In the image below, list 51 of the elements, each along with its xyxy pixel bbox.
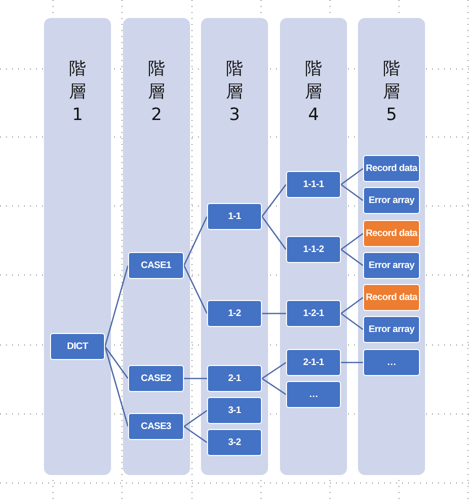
tree-node: 1-1-2 xyxy=(286,236,341,263)
tree-node: 2-1 xyxy=(207,365,262,392)
connector-line xyxy=(183,216,208,266)
connector-line xyxy=(184,426,208,444)
connector-line xyxy=(340,184,364,202)
tree-node: Error array xyxy=(363,316,420,343)
level-heading: 階層4 xyxy=(305,58,322,127)
tree-node: Record data xyxy=(363,284,420,311)
level-column xyxy=(44,18,111,475)
level-heading: 階層5 xyxy=(383,58,400,127)
tree-node: Record data xyxy=(363,155,420,182)
level-column xyxy=(201,18,268,475)
level-column xyxy=(358,18,425,475)
tree-node: … xyxy=(286,381,341,408)
connector-line xyxy=(340,296,364,314)
level-heading: 階層2 xyxy=(148,58,165,127)
connector-line xyxy=(262,362,286,380)
connector-line xyxy=(340,232,364,250)
tree-node: 3-1 xyxy=(207,397,262,424)
tree-node: CASE2 xyxy=(128,365,184,392)
tree-node: 1-1 xyxy=(207,203,262,230)
connector-line xyxy=(184,410,208,428)
connector-line xyxy=(340,168,364,186)
connector-line xyxy=(340,312,364,330)
tree-node: CASE3 xyxy=(128,413,184,440)
tree-node: Record data xyxy=(363,220,420,247)
tree-node: 1-2 xyxy=(207,300,262,327)
level-heading: 階層1 xyxy=(69,58,86,127)
tree-node: … xyxy=(363,349,420,376)
connector-line xyxy=(261,216,287,250)
level-column xyxy=(123,18,190,475)
connector-line xyxy=(262,378,286,396)
tree-node: CASE1 xyxy=(128,252,184,279)
level-heading: 階層3 xyxy=(226,58,243,127)
tree-node: DICT xyxy=(50,333,105,360)
tree-node: 3-2 xyxy=(207,429,262,456)
tree-node: Error array xyxy=(363,187,420,214)
level-column xyxy=(280,18,347,475)
connector-line xyxy=(340,248,364,266)
connector-line xyxy=(104,346,129,379)
connector-line xyxy=(184,378,207,380)
connector-line xyxy=(104,265,129,347)
tree-node: 1-2-1 xyxy=(286,300,341,327)
tree-node: 1-1-1 xyxy=(286,171,341,198)
connector-line xyxy=(262,312,286,314)
tree-node: Error array xyxy=(363,252,420,279)
connector-line xyxy=(341,362,363,364)
connector-line xyxy=(261,184,287,217)
connector-line xyxy=(183,265,208,314)
tree-node: 2-1-1 xyxy=(286,349,341,376)
connector-line xyxy=(104,346,129,427)
